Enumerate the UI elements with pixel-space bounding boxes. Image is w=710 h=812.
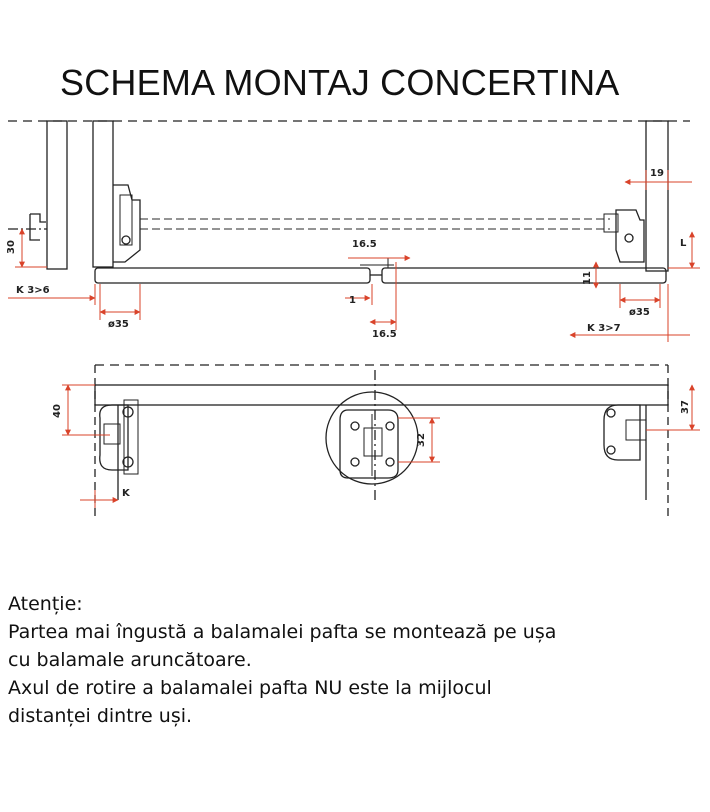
dimension-L: L	[680, 238, 687, 249]
left-hinge-plate	[99, 404, 129, 471]
door-right-leaf	[381, 267, 667, 284]
notes-block: Atenție: Partea mai îngustă a balamalei …	[8, 590, 708, 730]
dimension-k-left: K 3>6	[16, 285, 50, 296]
dimension-k-right: K 3>7	[587, 323, 621, 334]
door-left-leaf	[94, 267, 371, 284]
top-section-view	[8, 120, 690, 284]
pivot-hinge-plate	[339, 409, 399, 479]
left-hinge-body	[113, 184, 141, 263]
right-hinge-plate	[603, 404, 641, 461]
notes-line-1: Partea mai îngustă a balamalei pafta se …	[8, 621, 557, 643]
dimension-19: 19	[650, 168, 664, 179]
dimension-16-5-bottom: 16.5	[372, 329, 397, 340]
dimension-30: 30	[6, 240, 17, 254]
dimension-d35-left: ø35	[108, 319, 129, 330]
dimension-1: 1	[349, 295, 356, 306]
dimension-k-bottom: K	[122, 488, 131, 499]
top-dimension-lines	[8, 170, 700, 342]
top-rail	[94, 384, 669, 406]
bottom-front-view	[94, 364, 669, 520]
notes-heading: Atenție:	[8, 593, 83, 615]
dimension-d35-right: ø35	[629, 307, 650, 318]
notes-line-2: cu balamale aruncătoare.	[8, 649, 252, 671]
detail-circle	[325, 391, 419, 485]
dimension-37: 37	[680, 400, 691, 414]
dimension-40: 40	[52, 404, 63, 418]
right-hinge-body	[615, 209, 645, 263]
notes-line-3: Axul de rotire a balamalei pafta NU este…	[8, 677, 492, 699]
notes-line-4: distanței dintre uși.	[8, 705, 193, 727]
left-cabinet-panel	[46, 120, 68, 270]
page-title: SCHEMA MONTAJ CONCERTINA	[60, 62, 620, 103]
left-door-stile	[92, 120, 114, 268]
bottom-dimension-lines	[62, 384, 700, 508]
dimension-32: 32	[416, 433, 427, 447]
right-cabinet-panel	[645, 120, 669, 272]
dimension-11: 11	[582, 271, 593, 285]
left-bracket	[29, 213, 46, 241]
dimension-16-5-top: 16.5	[352, 239, 377, 250]
